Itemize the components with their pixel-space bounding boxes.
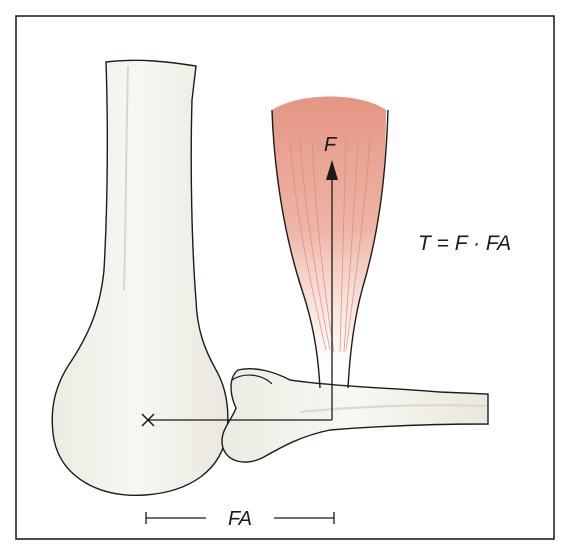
- force-label: F: [324, 134, 338, 156]
- moment-arm-label: FA: [228, 508, 252, 530]
- torque-equation: T = F · FA: [418, 232, 511, 255]
